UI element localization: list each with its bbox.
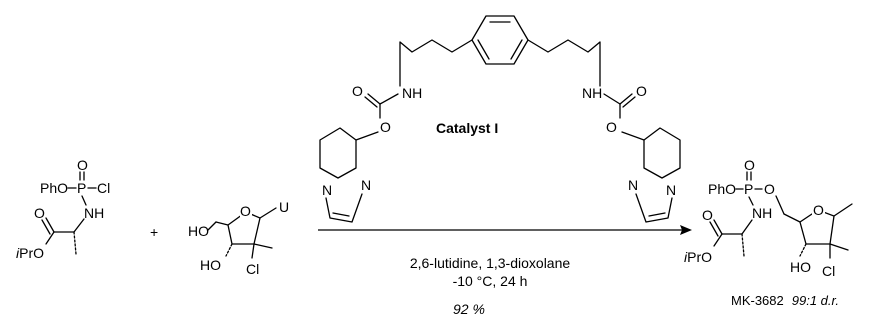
atom-nh: NH <box>84 205 104 221</box>
catalyst-n-left-2: N <box>361 177 371 193</box>
atom-cl: Cl <box>97 180 110 196</box>
product-label: MK-3682 99:1 d.r. <box>731 293 839 308</box>
atom-o-carbonyl: O <box>34 205 45 221</box>
catalyst-structure: NH O O N N NH O O N N <box>319 15 681 223</box>
catalyst-o-carbonyl-left: O <box>352 83 363 99</box>
catalyst-n-right-1: N <box>666 182 676 198</box>
product-atom-cl: Cl <box>822 263 835 279</box>
reagent-nucleoside: HO O U HO Cl <box>188 199 289 277</box>
atom-ipro: iPrO <box>16 245 44 261</box>
conditions-line-2: -10 °C, 24 h <box>452 273 528 289</box>
product-atom-o-carbonyl: O <box>702 207 713 223</box>
catalyst-label: Catalyst I <box>436 120 499 136</box>
atom-o-phosphoryl: O <box>77 157 88 173</box>
reagent-phosphoramidate: PhO P Cl O NH O iPrO <box>16 157 110 261</box>
atom-cl: Cl <box>246 261 259 277</box>
catalyst-o-carbonyl-right: O <box>636 83 647 99</box>
plus-sign: + <box>150 224 158 240</box>
catalyst-nh-left: NH <box>402 85 422 101</box>
catalyst-o-ester-right: O <box>606 119 617 135</box>
catalyst-n-left-1: N <box>322 182 332 198</box>
product-dr: 99:1 d.r. <box>791 293 839 308</box>
product-name: MK-3682 <box>731 293 784 308</box>
product-atom-o-link: O <box>764 181 775 197</box>
atom-u: U <box>279 199 289 215</box>
product-atom-o-ring: O <box>813 202 824 218</box>
yield-label: 92 % <box>453 301 485 317</box>
conditions-line-1: 2,6-lutidine, 1,3-dioxolane <box>409 255 571 271</box>
product-atom-p: P <box>744 181 753 197</box>
catalyst-o-ester-left: O <box>380 119 391 135</box>
product-atom-o-phosphoryl: O <box>744 157 755 173</box>
catalyst-n-right-2: N <box>628 177 638 193</box>
product-atom-ipro: iPrO <box>684 249 712 265</box>
atom-o-ring: O <box>240 203 251 219</box>
atom-ho-bottom: HO <box>200 257 221 273</box>
atom-p: P <box>77 180 86 196</box>
product-atom-nh: NH <box>752 205 772 221</box>
product-atom-ho: HO <box>790 259 811 275</box>
product-structure: PhO P O O NH O iPrO O HO Cl <box>684 157 853 279</box>
catalyst-nh-right: NH <box>582 85 602 101</box>
atom-ho-top: HO <box>188 223 209 239</box>
product-atom-pho: PhO <box>708 181 736 197</box>
atom-pho: PhO <box>40 180 68 196</box>
reaction-arrow <box>318 225 692 235</box>
